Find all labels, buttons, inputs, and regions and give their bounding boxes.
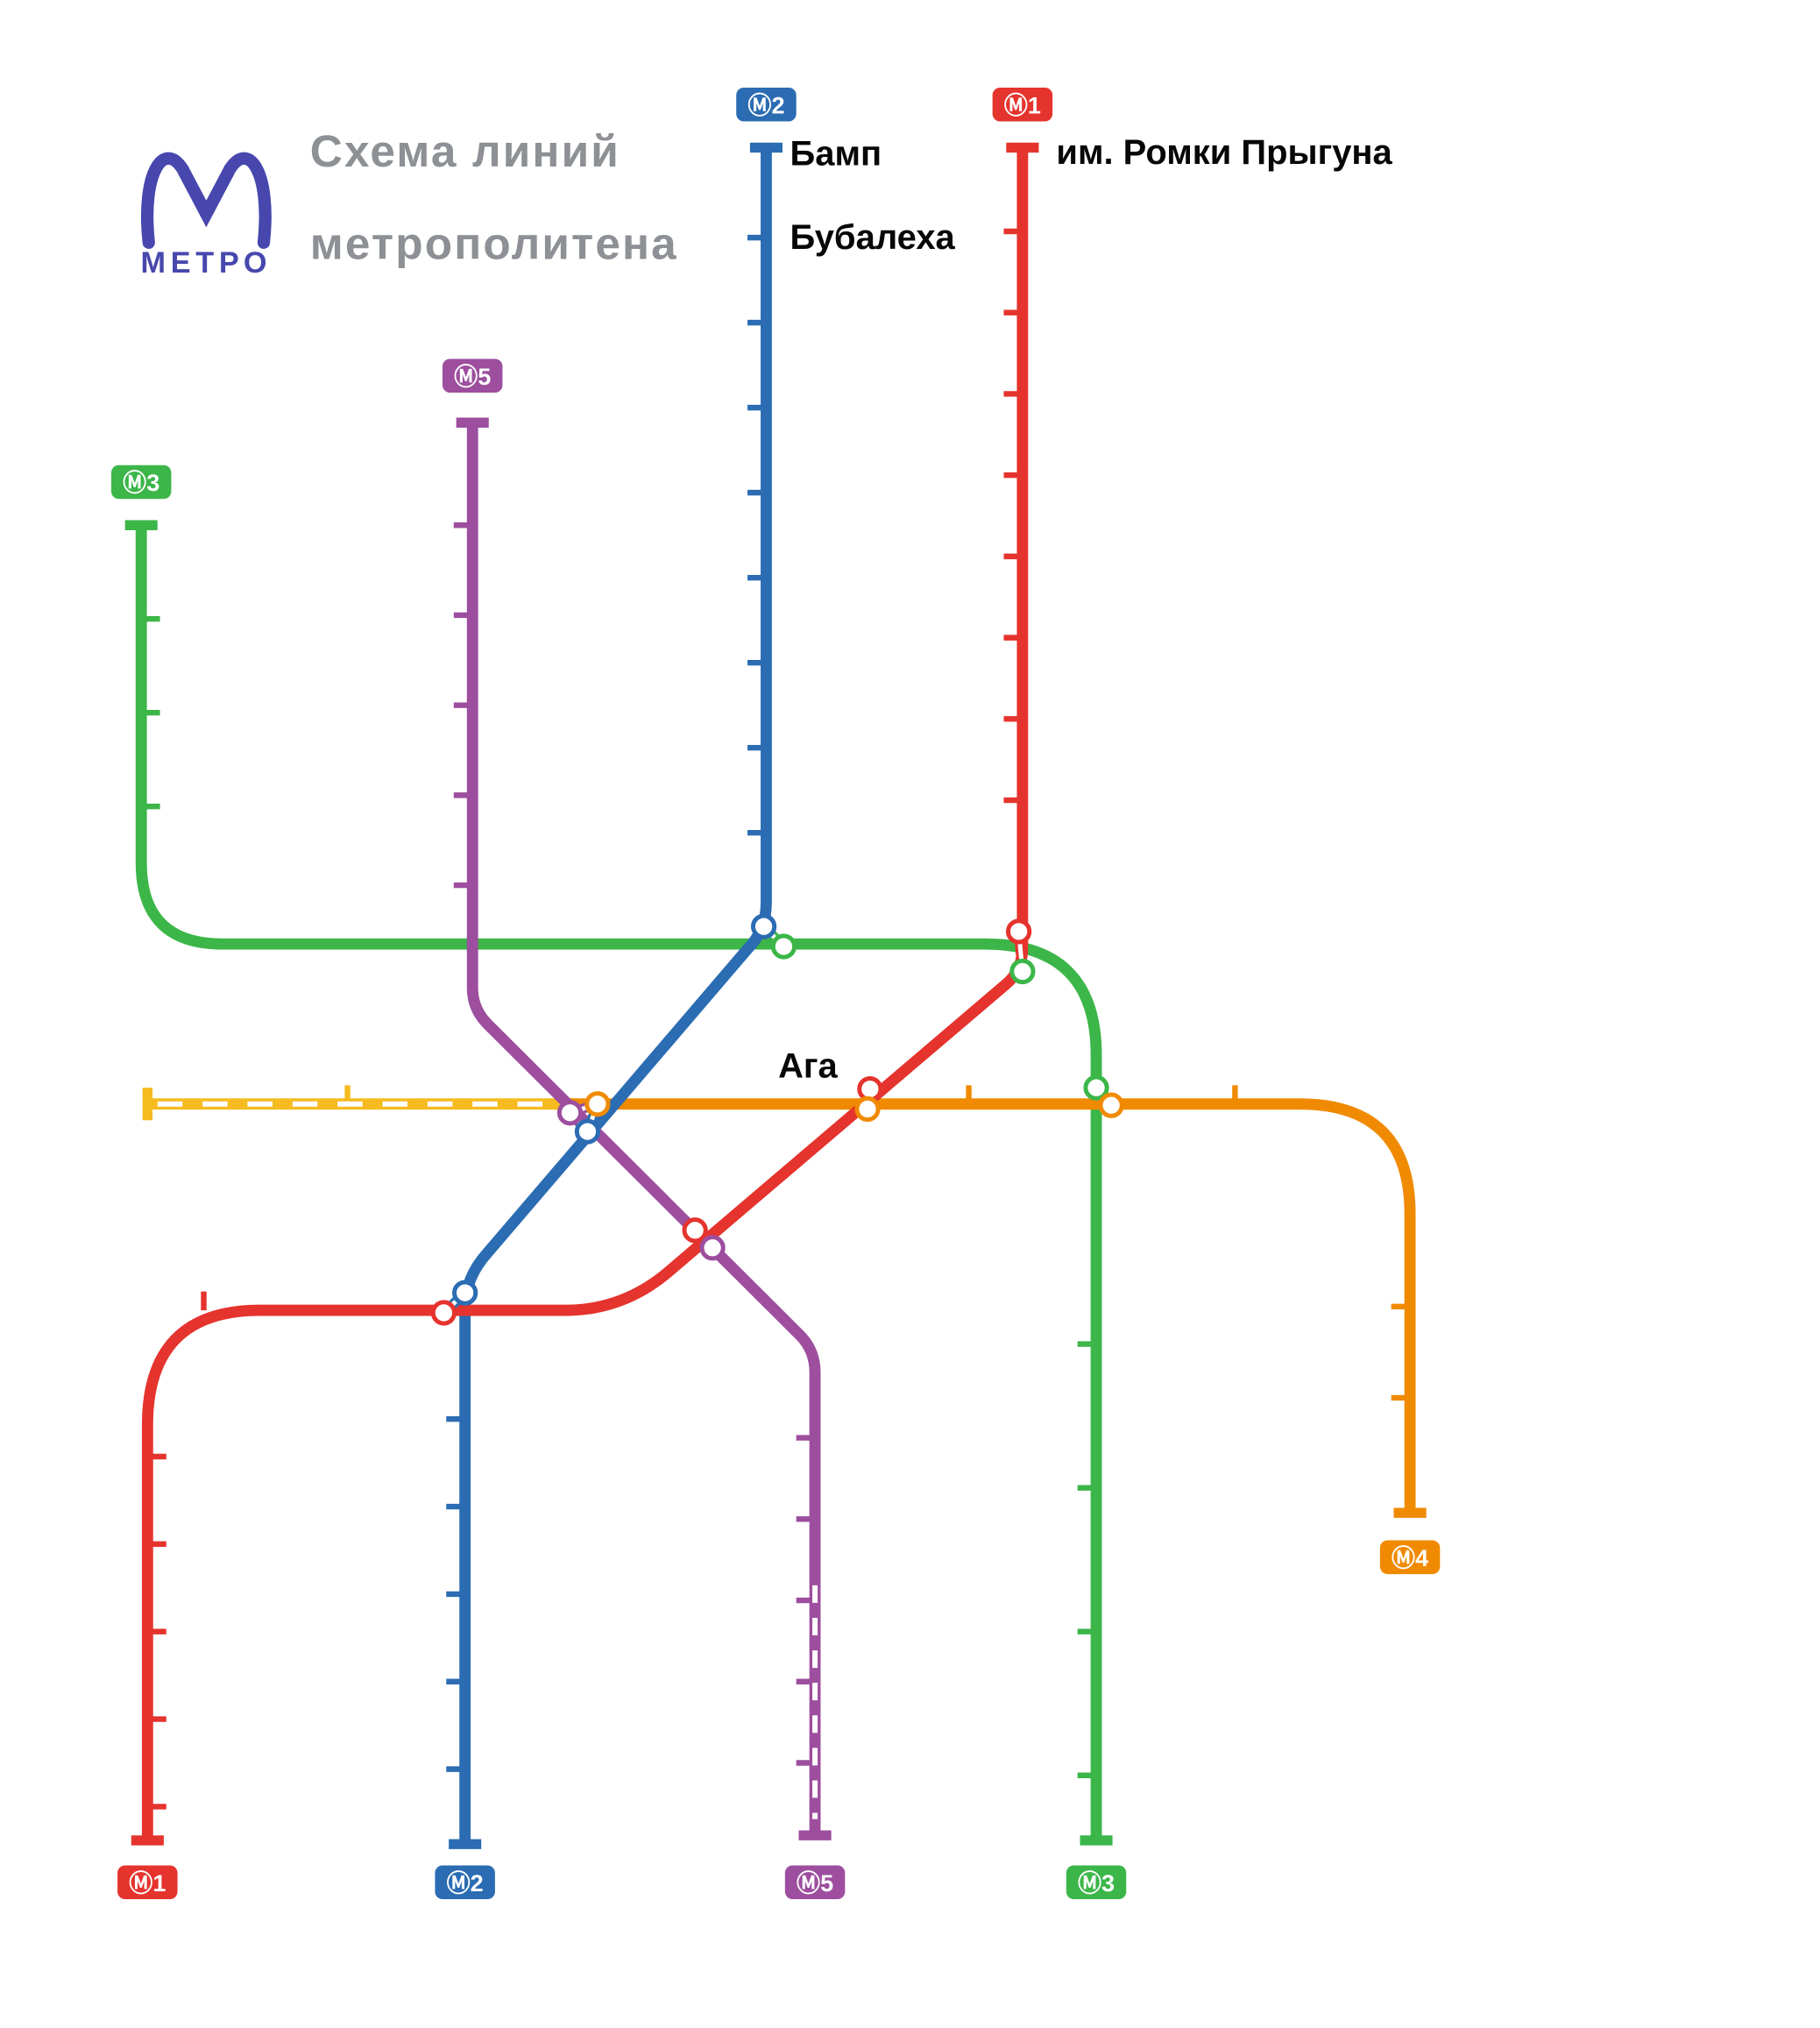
transfer-station-circle [452, 1280, 478, 1306]
map-title-line2: метрополитена [310, 218, 678, 268]
line-m5-station-ticks [453, 522, 816, 1766]
badge-m3-bottom: Ⓜ3 [1066, 1865, 1127, 1899]
badge-background [992, 87, 1053, 122]
station-label-romki-pryguna: им. Ромки Прыгуна [1056, 133, 1392, 172]
transfer-station-circle [584, 1091, 611, 1117]
badge-background [435, 1865, 495, 1899]
interchange-m3-m4 [1083, 1074, 1124, 1118]
badge-label: Ⓜ5 [454, 363, 491, 390]
transfer-station-circle [1098, 1092, 1124, 1118]
interchange-m2-m4-m5 [556, 1091, 611, 1145]
badge-m5-bottom: Ⓜ5 [784, 1865, 846, 1899]
metro-logo-text: МЕТРО [140, 246, 272, 280]
badge-background [442, 358, 503, 394]
transfer-station-circle [556, 1100, 584, 1126]
line-m4-path [569, 1098, 1416, 1514]
badge-background [117, 1865, 178, 1899]
badge-label: Ⓜ2 [747, 91, 784, 118]
line-m1-path [141, 147, 1029, 1840]
interchange-m1-m4-aga [854, 1075, 883, 1123]
badge-label: Ⓜ3 [1078, 1869, 1115, 1897]
transfer-station-circle [682, 1217, 708, 1244]
badge-label: Ⓜ2 [447, 1869, 484, 1897]
interchange-m1-m5 [682, 1217, 726, 1261]
badge-m2-top: Ⓜ2 [736, 87, 797, 122]
line-m5-path [466, 422, 821, 1836]
transfer-station-circle [770, 933, 797, 960]
badge-background [110, 464, 172, 500]
badge-m4-end: Ⓜ4 [1379, 1540, 1441, 1575]
transfer-station-circle [699, 1235, 726, 1261]
station-label-bubalekha: Бубалеха [790, 218, 956, 257]
map-title-line1: Схема линий [310, 126, 620, 176]
line-m1 [131, 142, 1039, 1846]
transfer-station-circle [1083, 1074, 1109, 1101]
badge-background [1379, 1540, 1441, 1575]
line-m2-path [459, 147, 772, 1845]
interchange-m1-m2 [430, 1280, 478, 1326]
line-m4-station-ticks [966, 1085, 1411, 1401]
badge-label: Ⓜ4 [1392, 1544, 1428, 1571]
badge-m5-top: Ⓜ5 [442, 358, 503, 394]
metro-logo: МЕТРО [140, 152, 272, 280]
badge-label: Ⓜ1 [1004, 91, 1041, 118]
badge-m3-top: Ⓜ3 [110, 464, 172, 500]
transfer-station-circle [1009, 958, 1036, 985]
line-m3-station-ticks [141, 616, 1097, 1778]
badge-label: Ⓜ5 [797, 1869, 833, 1897]
badge-label: Ⓜ1 [129, 1869, 166, 1897]
transfer-station-circle [750, 913, 777, 940]
transfer-station-circle [574, 1118, 601, 1145]
line-m1-station-ticks [147, 228, 1023, 1810]
interchange-m1-m3 [1005, 918, 1036, 985]
interchange-m2-m3 [750, 913, 797, 960]
line-m3-path [135, 525, 1102, 1840]
station-label-bamp: Бамп [790, 134, 882, 173]
transfer-station-circle [854, 1096, 881, 1123]
badge-m1-top: Ⓜ1 [992, 87, 1053, 122]
line-m5 [453, 417, 832, 1840]
station-label-aga: Ага [778, 1047, 838, 1086]
line-m4 [569, 1085, 1427, 1518]
line-m3 [124, 520, 1113, 1846]
badge-background [736, 87, 797, 122]
badge-background [1066, 1865, 1127, 1899]
line-m2 [446, 142, 783, 1849]
badge-background [784, 1865, 846, 1899]
badge-m2-bottom: Ⓜ2 [435, 1865, 495, 1899]
transfer-station-circle [430, 1300, 457, 1326]
badge-label: Ⓜ3 [123, 469, 159, 496]
line-m2-station-ticks [446, 234, 767, 1772]
transfer-station-circle [1005, 918, 1032, 945]
metro-logo-m-icon [140, 152, 272, 249]
badge-m1-bottom: Ⓜ1 [117, 1865, 178, 1899]
